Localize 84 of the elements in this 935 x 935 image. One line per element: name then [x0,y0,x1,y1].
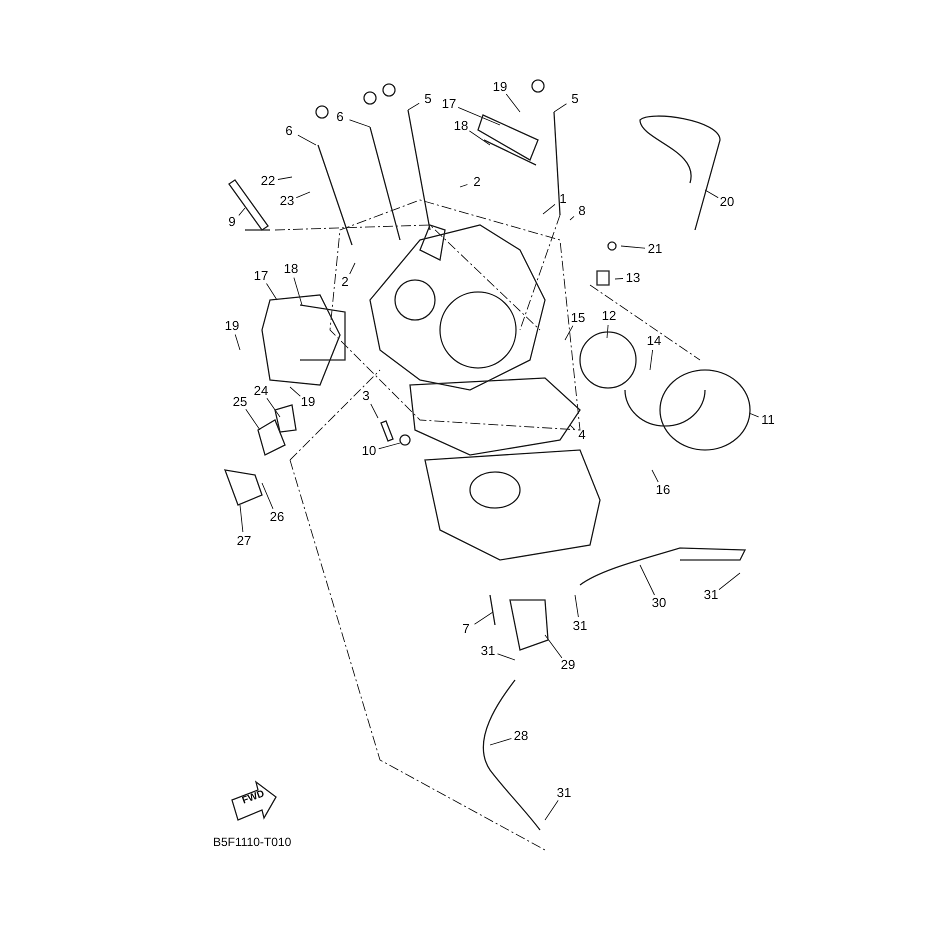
callout-number: 16 [656,483,670,497]
callout-number: 25 [232,395,248,409]
callout-number: 4 [578,428,586,442]
leader-line [704,190,719,198]
leader-line [564,325,574,340]
leader-line [718,572,740,590]
leader-line [277,176,292,180]
callout-number: 27 [236,534,252,548]
callout-number: 5 [571,92,579,106]
leader-line [458,106,500,126]
callout-number: 11 [761,413,775,427]
leader-line [620,246,646,249]
leader-line [240,504,244,533]
leader-line [652,470,659,483]
callout-number: 18 [454,119,468,133]
leader-line [570,424,575,430]
leader-line [640,564,655,596]
callout-number: 30 [652,596,666,610]
leader-line [474,612,494,625]
leader-line [468,130,490,146]
leader-line [378,442,400,450]
callout-number: 26 [270,510,284,524]
callout-number: 12 [602,309,616,323]
callout-number: 1 [559,192,567,206]
callout-number: 3 [362,389,370,403]
leader-line [349,262,356,274]
callout-number: 2 [473,175,481,189]
callout-number: 24 [254,384,268,398]
callout-number: 31 [556,786,572,800]
leader-line [245,408,260,430]
leader-line [238,208,246,216]
leader-line [544,634,562,658]
leader-line [554,103,567,112]
callout-number: 6 [336,110,344,124]
leader-line [370,403,378,418]
callout-number: 20 [720,195,734,209]
leader-line [266,283,278,300]
callout-number: 19 [492,80,508,94]
leader-line [650,349,654,370]
diagram-code: B5F1110-T010 [213,835,292,849]
leader-line [748,412,760,418]
callout-number: 9 [228,215,236,229]
callout-number: 21 [648,242,662,256]
callout-number: 2 [341,275,349,289]
callout-number: 31 [480,644,496,658]
callout-number: 29 [560,658,576,672]
leader-line [297,134,316,146]
callout-number: 31 [704,588,718,602]
callout-number: 19 [224,319,240,333]
fwd-text: FWD [240,788,266,807]
leader-line [506,94,520,112]
leader-line [460,184,468,188]
callout-number: 10 [362,444,376,458]
leader-line [544,800,559,820]
callout-number: 17 [254,269,268,283]
callout-number: 14 [646,334,662,348]
leader-line [293,277,302,306]
leader-line [574,594,579,618]
leader-line [570,216,574,220]
leader-line [266,398,280,418]
leader-line [614,278,624,280]
leader-line [349,119,370,128]
leader-line [497,653,516,660]
callout-number: 22 [260,174,276,188]
leader-line [290,386,301,397]
callout-number: 6 [285,124,293,138]
leader-line [408,102,420,110]
leader-line [262,482,274,510]
callout-number: 18 [284,262,298,276]
callout-number: 15 [570,311,586,325]
callout-number: 7 [462,622,470,636]
callout-number: 17 [442,97,456,111]
leader-line [490,738,512,746]
callout-number: 13 [626,271,640,285]
callout-number: 31 [572,619,588,633]
callout-number: 19 [300,395,316,409]
callout-number: 5 [424,92,432,106]
leader-line [542,204,556,214]
callout-number: 8 [578,204,586,218]
leader-line [296,192,310,198]
callout-number: 23 [280,194,294,208]
callout-number: 28 [514,729,528,743]
leader-line [606,324,609,338]
leader-line [234,334,240,350]
